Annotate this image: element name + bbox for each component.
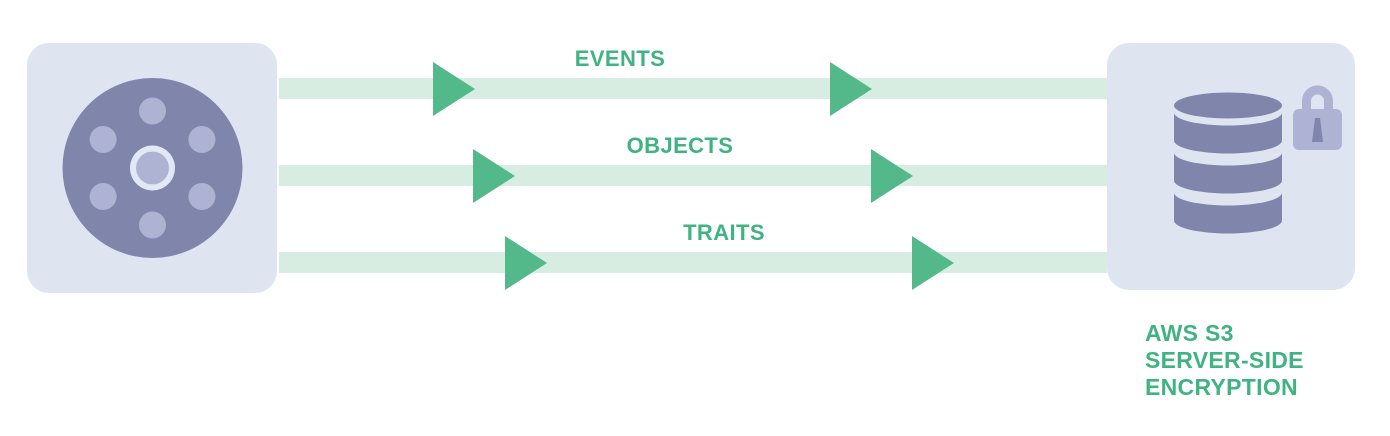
arrow-right-icon	[912, 236, 954, 290]
arrow-right-icon	[830, 62, 872, 116]
arrow-right-icon	[433, 62, 475, 116]
destination-box	[1107, 43, 1355, 290]
flow-line-traits	[279, 252, 1107, 273]
caption-line: SERVER-SIDE	[1145, 347, 1304, 373]
flow-line-objects	[279, 165, 1107, 186]
arrow-right-icon	[505, 236, 547, 290]
flow-label-events: EVENTS	[574, 46, 666, 71]
flow-label-traits: TRAITS	[683, 220, 765, 245]
flow-label-objects: OBJECTS	[626, 133, 734, 158]
database-icon	[1174, 92, 1282, 234]
film-reel-icon	[62, 78, 243, 258]
source-box	[27, 43, 277, 293]
caption-line: AWS S3	[1145, 320, 1234, 346]
arrow-right-icon	[473, 149, 515, 203]
caption-line: ENCRYPTION	[1145, 374, 1298, 400]
flow-line-events	[279, 78, 1107, 99]
arrow-right-icon	[871, 149, 913, 203]
destination-caption: AWS S3 SERVER-SIDE ENCRYPTION	[1145, 320, 1304, 401]
lock-icon	[1293, 85, 1342, 150]
